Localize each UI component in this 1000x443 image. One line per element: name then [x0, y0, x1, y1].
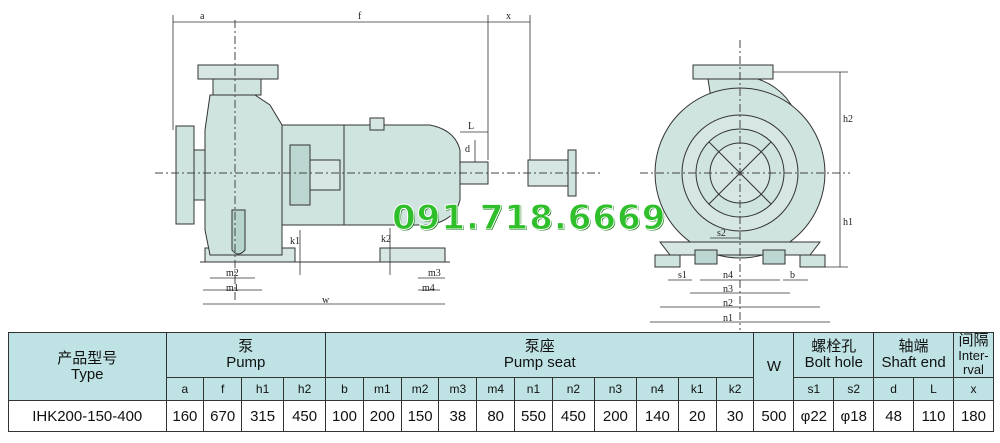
- dim-w: w: [322, 295, 330, 306]
- cell-m2: 150: [400, 400, 440, 432]
- side-view-dimensions: [172, 15, 531, 305]
- cell-a: 160: [165, 400, 205, 432]
- pump-header-cn: 泵: [238, 338, 254, 355]
- sub-header-m1: m1: [362, 377, 402, 401]
- pump-header: 泵 Pump: [165, 332, 327, 378]
- dim-s1: s1: [678, 270, 687, 281]
- pump-seat-header-cn: 泵座: [524, 338, 555, 355]
- bolt-hole-header: 螺栓孔 Bolt hole: [793, 332, 875, 378]
- sub-header-n2: n2: [551, 377, 595, 401]
- dim-h2: h2: [843, 114, 853, 125]
- front-view: [640, 40, 850, 330]
- dim-b: b: [790, 270, 795, 281]
- dim-m3: m3: [428, 268, 441, 279]
- cell-d: 48: [873, 400, 915, 432]
- dim-d: d: [465, 144, 470, 155]
- dim-n2: n2: [723, 298, 733, 309]
- cell-n3: 200: [593, 400, 637, 432]
- sub-header-f: f: [203, 377, 243, 401]
- front-view-dimensions: [650, 71, 848, 323]
- type-header: 产品型号 Type: [8, 332, 167, 401]
- dim-a: a: [200, 11, 205, 22]
- type-header-en: Type: [70, 365, 104, 383]
- cell-s1: φ22: [793, 400, 835, 432]
- dim-m2: m2: [226, 268, 239, 279]
- dim-h1: h1: [843, 217, 853, 228]
- sub-header-m2: m2: [400, 377, 440, 401]
- bolt-hole-header-cn: 螺栓孔: [811, 338, 857, 355]
- shaft-end-header: 轴端 Shaft end: [873, 332, 954, 378]
- shaft-end-header-cn: 轴端: [898, 338, 929, 355]
- dimension-texts: a f x L d k1 k2 m2 m1 m3 m4 w h2 h1 s2 s…: [200, 11, 853, 324]
- cell-n1: 550: [514, 400, 553, 432]
- pump-seat-header: 泵座 Pump seat: [325, 332, 755, 378]
- cell-n4: 140: [635, 400, 679, 432]
- side-view: [155, 20, 600, 300]
- type-header-cn: 产品型号: [57, 349, 118, 367]
- sub-header-k2: k2: [715, 377, 755, 401]
- sub-header-m4: m4: [476, 377, 516, 401]
- dim-n4: n4: [723, 270, 733, 281]
- cell-w: 500: [753, 400, 795, 432]
- dim-n1: n1: [723, 313, 733, 324]
- cell-f: 670: [203, 400, 243, 432]
- dim-k2: k2: [381, 234, 391, 245]
- sub-header-h1: h1: [241, 377, 285, 401]
- specification-table: 产品型号 Type 泵 Pump 泵座 Pump seat W 螺栓孔 Bolt…: [8, 332, 995, 432]
- pump-seat-header-en: Pump seat: [503, 354, 576, 371]
- cell-m1: 200: [362, 400, 402, 432]
- cell-m4: 80: [476, 400, 516, 432]
- cell-k1: 20: [677, 400, 717, 432]
- dim-n3: n3: [723, 284, 733, 295]
- dim-f: f: [358, 11, 362, 22]
- cell-k2: 30: [715, 400, 755, 432]
- sub-header-s2: s2: [833, 377, 875, 401]
- pump-dimension-drawing: a f x L d k1 k2 m2 m1 m3 m4 w h2 h1 s2 s…: [155, 11, 853, 330]
- sub-header-s1: s1: [793, 377, 835, 401]
- cell-type: IHK200-150-400: [8, 400, 167, 432]
- cell-h2: 450: [283, 400, 327, 432]
- table-row: IHK200-150-400 160 670 315 450 100 200 1…: [8, 400, 995, 432]
- phone-watermark: 091.718.6669: [391, 198, 667, 239]
- dim-x: x: [506, 11, 511, 22]
- bolt-hole-header-en: Bolt hole: [804, 354, 863, 371]
- dim-k1: k1: [290, 236, 300, 247]
- sub-header-L: L: [913, 377, 954, 401]
- shaft-end-header-en: Shaft end: [881, 354, 946, 371]
- sub-header-x: x: [952, 377, 995, 401]
- interval-header-cn: 间隔: [958, 332, 989, 349]
- sub-header-m3: m3: [438, 377, 478, 401]
- dim-m1: m1: [226, 283, 239, 294]
- sub-header-b: b: [325, 377, 364, 401]
- dim-s2: s2: [717, 228, 726, 239]
- cell-x: 180: [952, 400, 995, 432]
- sub-header-n3: n3: [593, 377, 637, 401]
- w-header: W: [753, 332, 795, 401]
- interval-header: 间隔 Inter- rval: [952, 332, 995, 378]
- interval-header-en: Inter- rval: [958, 348, 989, 377]
- header-row-2: a f h1 h2 b m1 m2 m3 m4 n1 n2 n3 n4 k1 k…: [8, 377, 995, 401]
- cell-m3: 38: [438, 400, 478, 432]
- cell-s2: φ18: [833, 400, 875, 432]
- cell-n2: 450: [551, 400, 595, 432]
- dim-m4: m4: [422, 283, 435, 294]
- sub-header-k1: k1: [677, 377, 717, 401]
- sub-header-n1: n1: [514, 377, 553, 401]
- dim-L: L: [468, 121, 474, 132]
- sub-header-n4: n4: [635, 377, 679, 401]
- header-row-1: 产品型号 Type 泵 Pump 泵座 Pump seat W 螺栓孔 Bolt…: [8, 332, 995, 401]
- sub-header-h2: h2: [283, 377, 327, 401]
- cell-b: 100: [325, 400, 364, 432]
- sub-header-d: d: [873, 377, 915, 401]
- cell-h1: 315: [241, 400, 285, 432]
- sub-header-a: a: [165, 377, 205, 401]
- pump-header-en: Pump: [226, 354, 266, 371]
- cell-L: 110: [913, 400, 954, 432]
